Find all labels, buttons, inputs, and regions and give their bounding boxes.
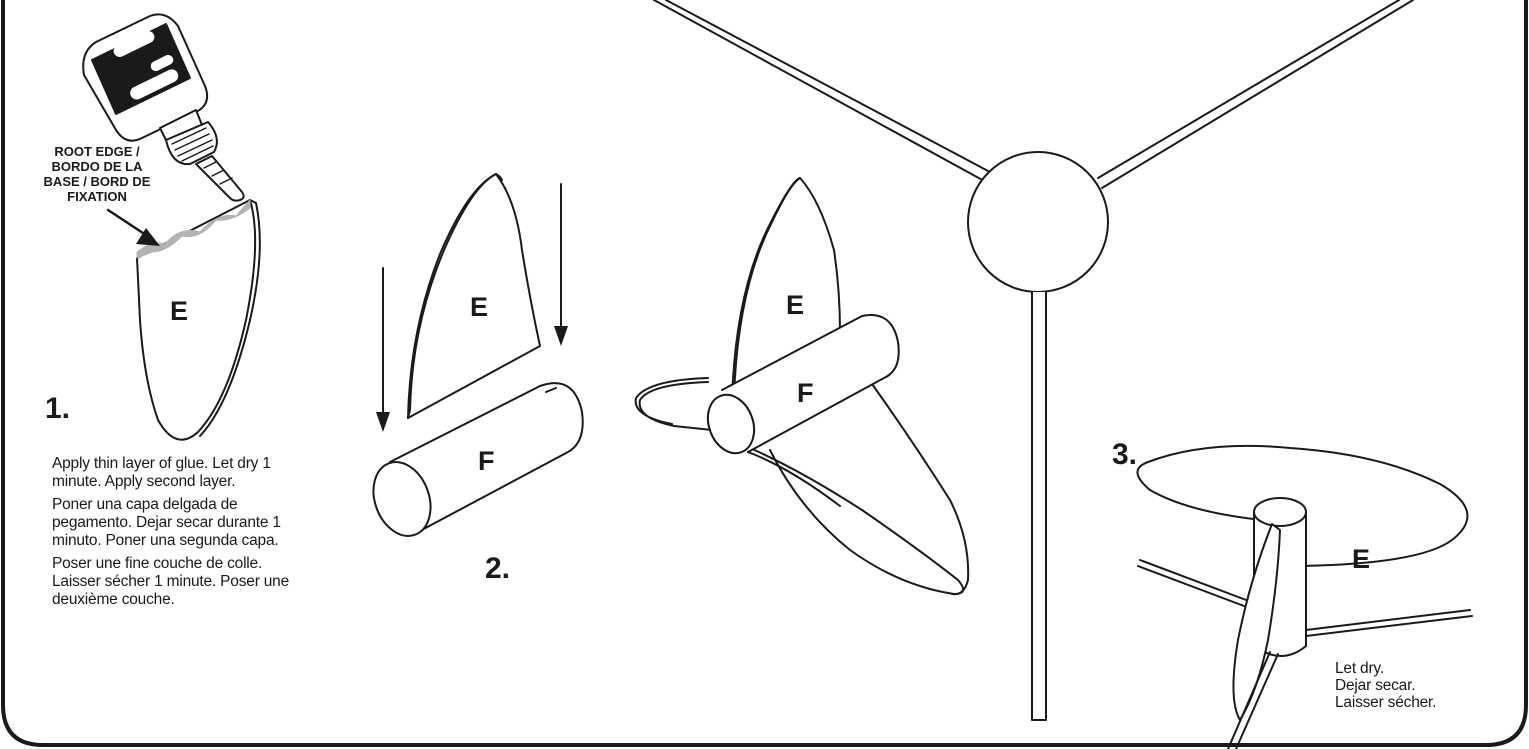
part-label-e-step3: E: [1352, 544, 1371, 574]
callout-line-3: BASE / BORD DE: [43, 174, 151, 189]
glue-strip: [136, 199, 251, 259]
fin-front-step3: [1227, 523, 1281, 749]
tube-top-step3: [1253, 497, 1307, 527]
instructions-en: Apply thin layer of glue. Let dry 1 minu…: [52, 455, 271, 490]
tube-f-step2: [372, 382, 584, 537]
step3-line-2: Dejar secar.: [1335, 677, 1416, 694]
fin-left-assembled: [634, 377, 713, 431]
fin-lower-assembled: [747, 383, 970, 596]
part-label-f-step2: F: [478, 446, 495, 476]
step3-line-1: Let dry.: [1335, 660, 1384, 677]
drying-stand: [653, 0, 1414, 721]
down-arrow-right-icon: [554, 183, 568, 346]
root-edge-callout: ROOT EDGE / BORDO DE LA BASE / BORD DE F…: [22, 144, 172, 204]
glue-bottle-icon: [82, 13, 245, 202]
step3-instructions: Let dry. Dejar secar. Laisser sécher.: [1335, 660, 1505, 711]
down-arrow-left-icon: [376, 267, 390, 432]
tube-f-assembled: [706, 314, 900, 455]
step1-instructions: Apply thin layer of glue. Let dry 1 minu…: [52, 455, 342, 614]
callout-line-1: ROOT EDGE /: [54, 144, 140, 159]
part-label-e-step1: E: [170, 296, 189, 326]
step-number-1: 1.: [45, 392, 71, 425]
stand-hub: [967, 151, 1109, 293]
step-number-2: 2.: [485, 552, 511, 585]
instructions-es: Poner una capa delgada de pegamento. Dej…: [52, 496, 281, 549]
fin-e-step1: [136, 199, 261, 441]
callout-line-2: BORDO DE LA: [51, 159, 143, 174]
callout-line-4: FIXATION: [67, 189, 127, 204]
part-label-e-assembled: E: [786, 290, 805, 320]
instructions-fr: Poser une fine couche de colle. Laisser …: [52, 555, 290, 608]
root-edge-arrow-icon: [106, 208, 160, 246]
step3-line-3: Laisser sécher.: [1335, 694, 1437, 711]
part-label-f-assembled: F: [797, 378, 814, 408]
step-number-3: 3.: [1112, 438, 1138, 471]
part-label-e-step2: E: [470, 292, 489, 322]
